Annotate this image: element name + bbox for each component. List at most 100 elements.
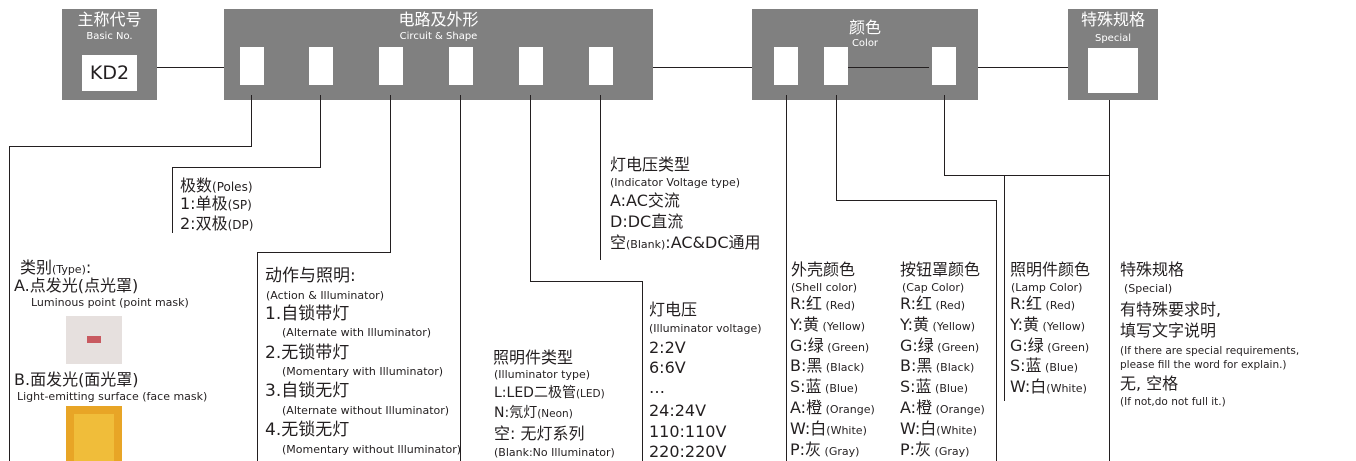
color-name: 白 xyxy=(920,418,937,438)
color-code: G: xyxy=(900,335,918,355)
color-name-en: (Gray) xyxy=(931,444,970,458)
color-code: G: xyxy=(790,335,808,355)
color-name-en: (Blue) xyxy=(821,382,858,396)
shell-color-item: R:红 (Red) xyxy=(790,294,855,313)
slot-cap-color xyxy=(824,47,848,85)
color-name: 绿 xyxy=(917,335,934,355)
lamp-voltage-title: 灯电压 xyxy=(649,300,698,319)
special-spec-en1: (If there are special requirements, xyxy=(1120,345,1300,357)
special-spec-none-en: (If not,do not full it.) xyxy=(1120,396,1226,408)
color-code: Y: xyxy=(1010,314,1024,334)
voltage-type-title: 灯电压类型 xyxy=(610,155,691,174)
color-name: 红 xyxy=(806,294,823,313)
leader-action xyxy=(257,252,391,253)
lamp_color-color-item: Y:黄 (Yellow) xyxy=(1010,315,1085,334)
lamp-voltage-item: 24:24V xyxy=(649,401,707,420)
type-b-en: Light-emitting surface (face mask) xyxy=(17,390,208,403)
color-name: 黄 xyxy=(803,314,820,334)
color-title: 颜色 xyxy=(848,18,881,37)
color-name: 红 xyxy=(1026,294,1043,313)
illuminator-title: 照明件类型 xyxy=(493,348,574,367)
leader-cap xyxy=(836,95,837,201)
color-name: 绿 xyxy=(1027,335,1044,355)
color-name: 红 xyxy=(916,294,933,313)
color-name-en: (Green) xyxy=(933,340,980,354)
leader-cap xyxy=(836,200,997,201)
color-name: 黑 xyxy=(806,356,823,376)
action-item-1: 1.自锁带灯 xyxy=(265,304,350,324)
poles-title: 极数(Poles) xyxy=(180,176,253,195)
face-mask-image xyxy=(66,406,122,461)
color-code: Y: xyxy=(790,314,804,334)
color-name-en: (Red) xyxy=(1042,299,1076,312)
color-code: W: xyxy=(900,418,921,438)
cap-color-item: B:黑 (Black) xyxy=(900,356,974,375)
type-b-label: B.面发光(面光罩) xyxy=(14,370,139,389)
slot-lamp-voltage xyxy=(519,47,543,85)
lamp_color-color-item: S:蓝 (Blue) xyxy=(1010,356,1078,375)
action-item-3: 3.自锁无灯 xyxy=(265,381,350,401)
color-name-en: (White) xyxy=(1046,382,1087,396)
type-a-label: A.点发光(点光罩) xyxy=(14,276,139,295)
color-name: 绿 xyxy=(807,335,824,355)
special-subtitle: Special xyxy=(1094,33,1132,44)
action-title-en: (Action & Illuminator) xyxy=(266,289,384,302)
color-name-en: (Black) xyxy=(932,361,975,375)
connector-line xyxy=(653,67,752,68)
leader-action xyxy=(390,95,391,253)
voltage-type-dc: D:DC直流 xyxy=(610,212,684,231)
color-name: 蓝 xyxy=(805,377,822,397)
color-name: 蓝 xyxy=(915,377,932,397)
lamp-voltage-title-en: (Illuminator voltage) xyxy=(649,322,762,335)
lamp-color-title-en: (Lamp Color) xyxy=(1011,281,1083,294)
circuit-shape-title: 电路及外形 xyxy=(398,10,479,29)
action-item-4: 4.无锁无灯 xyxy=(265,420,350,440)
action-item-4-en: (Momentary without Illuminator) xyxy=(282,443,462,456)
slot-type xyxy=(379,47,403,85)
poles-item-dp: 2:双极(DP) xyxy=(180,214,254,233)
special-spec-title: 特殊规格 xyxy=(1120,260,1185,279)
cap-color-item: G:绿 (Green) xyxy=(900,336,979,355)
action-item-3-en: (Alternate without Illuminator) xyxy=(282,404,450,417)
special-spec-en2: please fill the word for explain.) xyxy=(1120,359,1287,371)
leader-illuminator xyxy=(460,95,461,461)
color-name: 黄 xyxy=(1023,314,1040,334)
circuit-shape-subtitle: Circuit & Shape xyxy=(399,31,478,42)
special-box: 特殊规格 Special xyxy=(1068,9,1158,100)
color-code: W: xyxy=(790,418,811,438)
color-name: 蓝 xyxy=(1025,356,1042,376)
connector-line xyxy=(157,67,224,68)
color-code: A: xyxy=(790,398,807,417)
color-name: 白 xyxy=(810,418,827,438)
color-name-en: (Yellow) xyxy=(1039,319,1086,333)
leader-poles xyxy=(172,167,173,233)
color-name-en: (Blue) xyxy=(931,382,968,396)
leader-lamp-voltage xyxy=(530,281,643,282)
color-name-en: (Red) xyxy=(822,299,856,312)
color-name-en: (Black) xyxy=(822,361,865,375)
color-name: 橙 xyxy=(916,398,933,417)
special-spec-line1: 有特殊要求时, xyxy=(1120,300,1222,319)
voltage-type-ac: A:AC交流 xyxy=(610,191,680,210)
lamp-voltage-item: … xyxy=(649,378,665,397)
color-name-en: (Gray) xyxy=(821,444,860,458)
color-name-en: (Red) xyxy=(932,299,966,312)
shell-color-item: A:橙 (Orange) xyxy=(790,398,875,417)
action-item-2: 2.无锁带灯 xyxy=(265,343,350,363)
illuminator-blank-en: (Blank:No Illuminator) xyxy=(494,446,615,459)
shell-color-item: S:蓝 (Blue) xyxy=(790,377,858,396)
shell-color-title: 外壳颜色 xyxy=(791,260,856,279)
lamp_color-color-item: G:绿 (Green) xyxy=(1010,336,1089,355)
color-code: S: xyxy=(1010,356,1026,376)
color-name-en: (Yellow) xyxy=(929,319,976,333)
type-title: 类别(Type): xyxy=(20,258,92,277)
color-code: G: xyxy=(1010,335,1028,355)
slot-lamp-color xyxy=(932,47,956,85)
color-name: 灰 xyxy=(915,439,932,459)
shell-color-item: P:灰 (Gray) xyxy=(790,440,859,459)
color-code: S: xyxy=(900,377,916,397)
leader-lamp-color xyxy=(944,95,945,176)
shell-color-title-en: (Shell color) xyxy=(791,281,857,294)
cap-color-item: A:橙 (Orange) xyxy=(900,398,985,417)
shell-color-item: G:绿 (Green) xyxy=(790,336,869,355)
